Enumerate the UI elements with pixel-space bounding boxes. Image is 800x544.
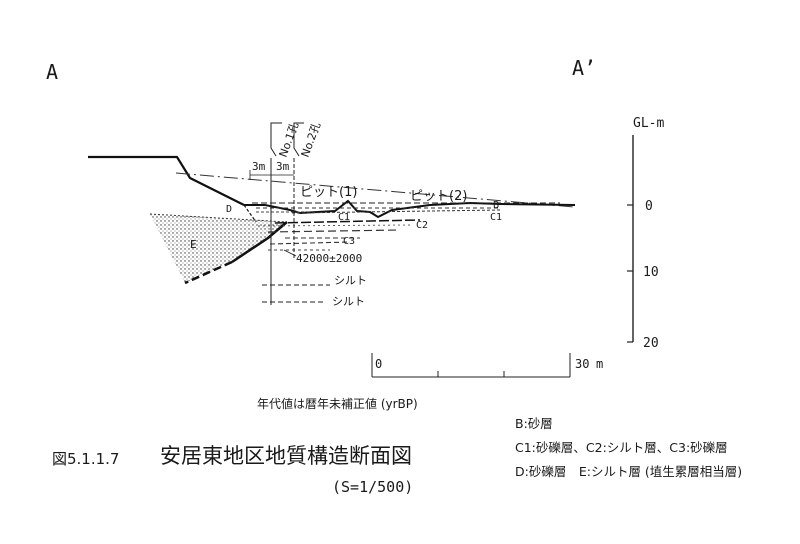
label-layer-e: E	[190, 238, 197, 251]
section-label-start: A	[46, 60, 59, 84]
scale-bar-start: 0	[375, 357, 382, 371]
label-layer-d: D	[226, 204, 232, 215]
legend-item: C1:砂礫層、C2:シルト層、C3:砂礫層	[515, 440, 728, 455]
scale-bar: 0 30 m	[371, 353, 603, 378]
depth-tick-0: 0	[645, 199, 653, 214]
legend-item: D:砂礫層 E:シルト層 (埴生累層相当層)	[515, 464, 743, 479]
label-layer-c3: C3	[343, 236, 355, 247]
borehole-spacing-2: 3m	[276, 160, 290, 173]
borehole-label-no2: No.2孔	[299, 121, 324, 160]
depth-tick-10: 10	[643, 265, 659, 280]
ground-surface-left	[88, 155, 245, 206]
borehole-spacing-1: 3m	[252, 160, 266, 173]
depth-axis-unit: GL-m	[633, 116, 664, 131]
age-note: 年代値は暦年未補正値 (yrBP)	[257, 397, 418, 411]
label-layer-c2: C2	[416, 220, 428, 231]
figure-scale: (S=1/500)	[332, 478, 414, 496]
section-label-end: A’	[572, 56, 597, 80]
legend-item: B:砂層	[515, 416, 553, 431]
depth-axis: GL-m 0 10 20	[627, 116, 664, 351]
figure-number: 図5.1.1.7	[52, 450, 120, 468]
label-layer-c1-right: C1	[490, 212, 502, 223]
depth-tick-20: 20	[643, 336, 659, 351]
figure-title: 安居東地区地質構造断面図	[160, 444, 412, 468]
label-layer-c1-left: C1	[338, 212, 350, 223]
reference-line	[175, 172, 575, 208]
scale-bar-end: 30	[575, 357, 589, 371]
scale-bar-unit: m	[596, 357, 603, 371]
label-silt-1: シルト	[334, 274, 367, 287]
label-silt-2: シルト	[332, 295, 365, 308]
label-pit-2: ピット(2)	[410, 189, 467, 204]
label-pit-1: ピット(1)	[300, 185, 357, 200]
layer-e-fill	[150, 214, 287, 283]
label-layer-b: B	[493, 200, 499, 211]
age-label: 42000±2000	[296, 252, 362, 265]
